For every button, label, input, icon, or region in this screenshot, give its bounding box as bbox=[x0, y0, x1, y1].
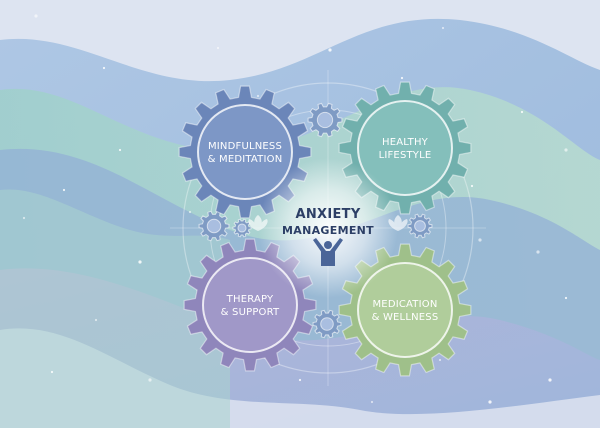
gear-therapy-label-2: & SUPPORT bbox=[221, 307, 280, 318]
sparkle bbox=[298, 378, 302, 382]
hub-title: ANXIETY bbox=[295, 207, 360, 222]
sparkle bbox=[488, 400, 492, 404]
hub: ANXIETY MANAGEMENT bbox=[248, 158, 408, 298]
sparkle bbox=[564, 148, 568, 152]
small-gear-top-icon bbox=[307, 102, 343, 138]
sparkle bbox=[256, 94, 260, 98]
hub-glow bbox=[258, 158, 398, 298]
sparkle bbox=[536, 250, 540, 254]
gear-group: MINDFULNESS & MEDITATION HEALTHY LIFESTYLE T… bbox=[178, 81, 472, 377]
sparkle bbox=[188, 210, 192, 214]
sparkle bbox=[138, 260, 142, 264]
sparkle bbox=[148, 378, 152, 382]
gear-medication-disc bbox=[357, 262, 453, 358]
sparkle bbox=[118, 148, 122, 152]
gear-mindfulness-label-2: & MEDITATION bbox=[208, 154, 283, 165]
lotus-left-icon bbox=[248, 215, 268, 231]
small-gear-left-icon bbox=[198, 210, 230, 242]
wave-mint-left bbox=[0, 189, 230, 428]
gear-medication-label-1: MEDICATION bbox=[372, 299, 437, 310]
gear-lifestyle-disc bbox=[357, 100, 453, 196]
sparkle bbox=[470, 184, 474, 188]
sparkle bbox=[328, 48, 332, 52]
sparkle bbox=[50, 370, 54, 374]
outer-ring bbox=[182, 82, 474, 374]
sparkle bbox=[478, 238, 482, 242]
sparkle bbox=[438, 358, 442, 362]
gear-mindfulness-disc bbox=[197, 104, 293, 200]
sparkle bbox=[400, 76, 404, 80]
sparkle bbox=[520, 110, 524, 114]
sparkle bbox=[34, 14, 38, 18]
lotus-right-icon bbox=[388, 215, 408, 231]
sparkle bbox=[441, 26, 445, 30]
sparkle bbox=[22, 216, 26, 220]
sparkle bbox=[94, 318, 98, 322]
small-gear-bottom-icon bbox=[312, 309, 342, 339]
sparkle bbox=[216, 46, 220, 50]
person-raised-arms-icon bbox=[313, 238, 343, 266]
gear-therapy-label-1: THERAPY bbox=[226, 294, 274, 305]
small-gear-left2-icon bbox=[232, 218, 252, 238]
sparkle bbox=[370, 400, 374, 404]
gear-therapy-disc bbox=[202, 257, 298, 353]
sparkle bbox=[548, 378, 552, 382]
sparkles bbox=[22, 14, 568, 404]
sparkle bbox=[564, 296, 568, 300]
hub-subtitle: MANAGEMENT bbox=[282, 224, 374, 237]
gear-lifestyle-label-1: HEALTHY bbox=[382, 137, 429, 148]
gear-mindfulness-label-1: MINDFULNESS bbox=[208, 141, 282, 152]
sparkle bbox=[62, 188, 66, 192]
gear-lifestyle-label-2: LIFESTYLE bbox=[379, 150, 432, 161]
gear-medication-label-2: & WELLNESS bbox=[372, 312, 439, 323]
sparkle bbox=[102, 66, 106, 70]
small-gear-right-icon bbox=[407, 213, 433, 239]
